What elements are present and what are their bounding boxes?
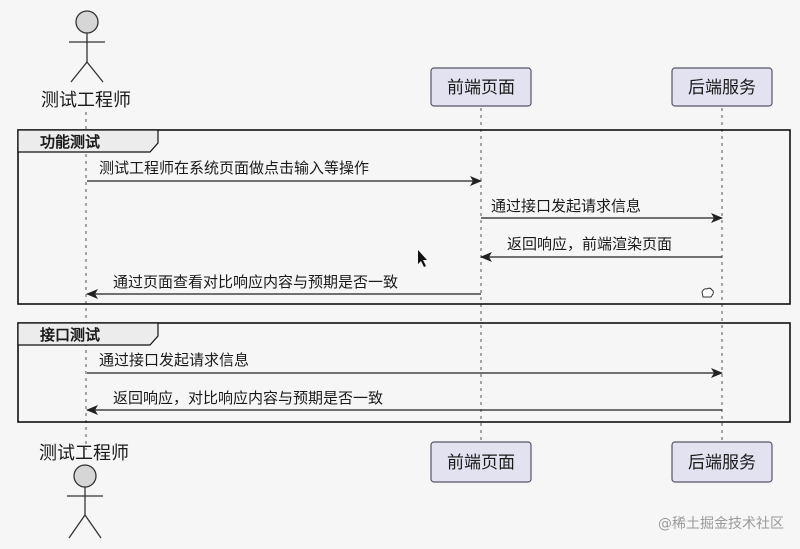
message-2: 通过接口发起请求信息: [481, 197, 723, 223]
message-label: 测试工程师在系统页面做点击输入等操作: [99, 159, 369, 177]
message-label: 返回响应，前端渲染页面: [507, 235, 672, 253]
group-title: 接口测试: [40, 326, 100, 344]
actor-head: [73, 464, 97, 488]
message-label: 通过接口发起请求信息: [99, 351, 249, 369]
actor-tester-top: [69, 10, 105, 83]
participant-backend-top: 后端服务: [671, 67, 773, 107]
participant-frontend-bottom: 前端页面: [430, 441, 532, 483]
participant-backend-label: 后端服务: [688, 78, 756, 98]
hand-cursor-icon: [701, 287, 714, 298]
watermark-text: @稀土掘金技术社区: [658, 516, 784, 532]
participant-frontend-label: 前端页面: [447, 78, 515, 98]
message-label: 返回响应，对比响应内容与预期是否一致: [113, 389, 383, 407]
mouse-cursor-icon: [418, 250, 427, 267]
participant-backend-label: 后端服务: [688, 453, 756, 473]
actor-head: [75, 10, 99, 34]
group-functional-test: 功能测试: [17, 129, 791, 305]
message-1: 测试工程师在系统页面做点击输入等操作: [87, 159, 482, 186]
actor-tester-bottom: [67, 464, 103, 539]
actor-tester-label-top: 测试工程师: [41, 90, 131, 111]
message-4: 通过页面查看对比响应内容与预期是否一致: [86, 273, 481, 299]
actor-tester-label-bottom: 测试工程师: [39, 443, 129, 464]
message-label: 通过页面查看对比响应内容与预期是否一致: [113, 273, 398, 291]
participant-backend-bottom: 后端服务: [671, 441, 773, 483]
message-6: 返回响应，对比响应内容与预期是否一致: [86, 389, 722, 415]
group-interface-test: 接口测试: [17, 322, 791, 423]
participant-frontend-label: 前端页面: [447, 453, 515, 473]
message-label: 通过接口发起请求信息: [491, 197, 641, 215]
message-3: 返回响应，前端渲染页面: [480, 235, 722, 262]
message-5: 通过接口发起请求信息: [87, 351, 723, 378]
participant-frontend-top: 前端页面: [430, 67, 532, 107]
group-title: 功能测试: [40, 133, 100, 151]
